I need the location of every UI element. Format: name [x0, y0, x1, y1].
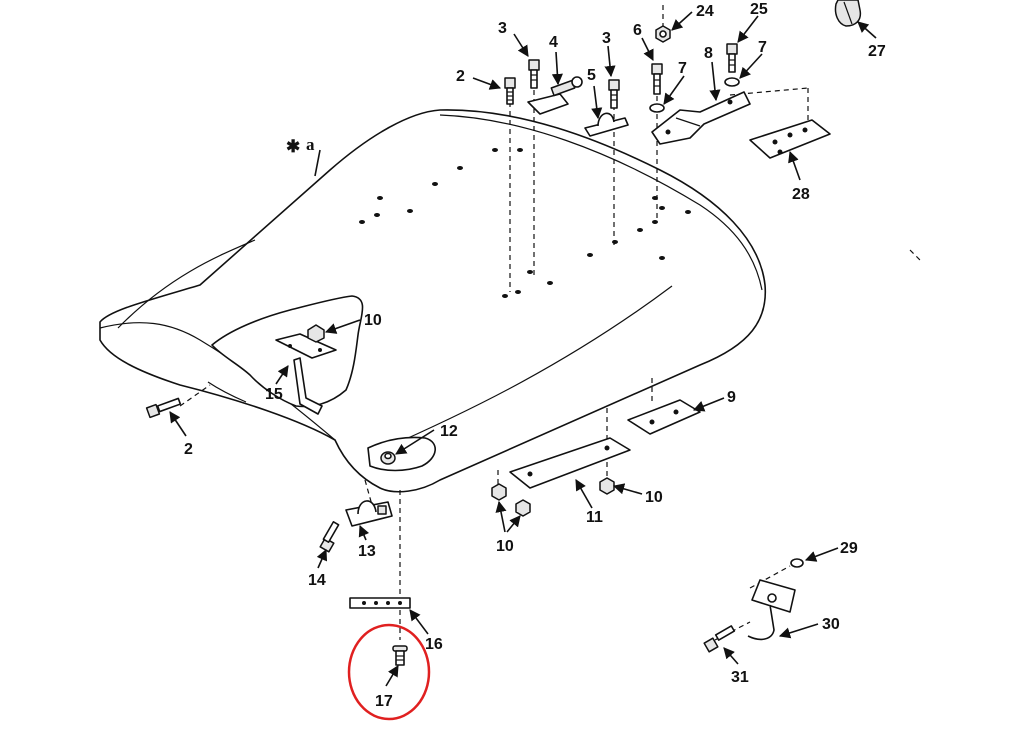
- nut-10-lower-a: [491, 483, 507, 501]
- callout-8: 8: [704, 45, 713, 62]
- hinge-8: [651, 91, 751, 145]
- nut-24: [655, 25, 671, 43]
- callout-10-lower: 10: [496, 538, 514, 555]
- latch-30: [747, 579, 796, 641]
- callout-6: 6: [633, 22, 642, 39]
- callout-28: 28: [792, 186, 810, 203]
- bumper-12: [380, 451, 396, 465]
- callout-14: 14: [308, 572, 326, 589]
- callout-2-top: 2: [456, 68, 465, 85]
- bolt-3-left: [528, 59, 540, 89]
- callout-24: 24: [696, 3, 714, 20]
- bracket-15: [275, 333, 337, 415]
- screw-17: [392, 645, 408, 666]
- plate-11: [509, 437, 631, 489]
- washer-29: [790, 558, 804, 568]
- reference-note-symbol: ✱: [286, 137, 300, 156]
- callout-9: 9: [727, 389, 736, 406]
- callout-labels: 2 3 4 3 5 6 7 24 25 8 7 27 28 10 15 2 12…: [184, 1, 886, 710]
- washer-7-left: [649, 103, 665, 113]
- callout-2-left: 2: [184, 441, 193, 458]
- callout-10-right: 10: [645, 489, 663, 506]
- callout-10-cutaway: 10: [364, 312, 382, 329]
- callout-7-right: 7: [758, 39, 767, 56]
- hinge-rod: [207, 381, 247, 403]
- hood-cutaway-left: [211, 295, 364, 408]
- callout-12: 12: [440, 423, 458, 440]
- hood-outline: [99, 109, 767, 493]
- plate-16: [349, 597, 411, 609]
- callout-3-left: 3: [498, 20, 507, 37]
- bolt-3-right: [608, 79, 620, 109]
- reference-note-letter: a: [306, 135, 315, 154]
- bolt-14: [319, 521, 340, 553]
- highlight-circle: [347, 623, 431, 721]
- bolt-6: [651, 63, 663, 95]
- callout-27: 27: [868, 43, 886, 60]
- bracket-13: [345, 500, 393, 527]
- callout-7-left: 7: [678, 60, 687, 77]
- bracket-5: [584, 112, 629, 137]
- plate-9: [627, 399, 701, 435]
- bolt-25: [726, 43, 738, 73]
- hood-mounting-holes: [359, 148, 691, 298]
- nut-10-cutaway: [307, 324, 325, 343]
- nut-10-lower-b: [515, 499, 531, 517]
- hinge-pin-4: [527, 76, 583, 115]
- callout-4: 4: [549, 34, 558, 51]
- callout-29: 29: [840, 540, 858, 557]
- hood-panel: [99, 109, 767, 493]
- hood-top-crease: [117, 239, 256, 329]
- callout-11: 11: [586, 509, 603, 526]
- plate-28: [749, 119, 831, 159]
- callout-5: 5: [587, 67, 596, 84]
- callout-15: 15: [265, 386, 283, 403]
- nut-10-right: [599, 477, 615, 495]
- callout-16: 16: [425, 636, 443, 653]
- leader-arrows: [169, 11, 877, 687]
- hood-rear-edge: [439, 114, 763, 291]
- callout-31: 31: [731, 669, 749, 686]
- bolt-2-top: [504, 77, 516, 105]
- screw-31: [703, 625, 736, 653]
- clip-27: [834, 0, 862, 27]
- washer-7-right: [724, 77, 740, 87]
- callout-13: 13: [358, 543, 376, 560]
- callout-3-right: 3: [602, 30, 611, 47]
- bolt-2-left: [145, 397, 182, 419]
- callout-30: 30: [822, 616, 840, 633]
- callout-17: 17: [375, 693, 393, 710]
- callout-25: 25: [750, 1, 768, 18]
